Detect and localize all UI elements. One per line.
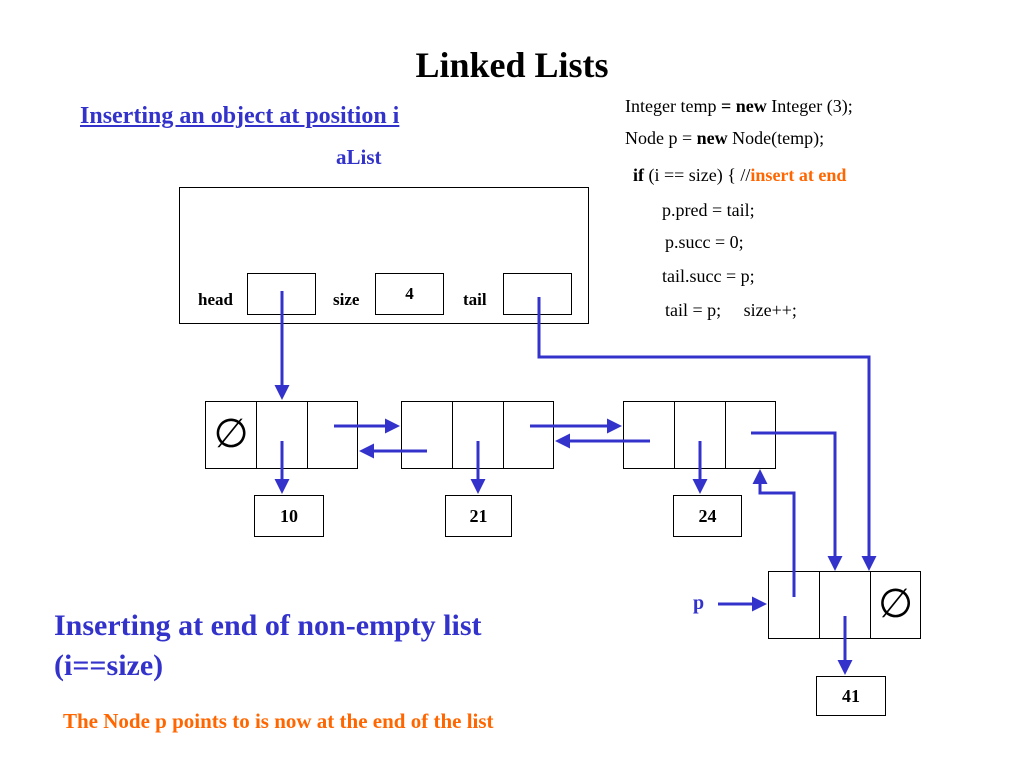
code-line-4: p.pred = tail; [662, 200, 755, 220]
tail-label: tail [463, 290, 487, 309]
node3-succ-to-new-arrow [751, 431, 843, 571]
code-line-3: if (i == size) { //insert at end [633, 165, 847, 185]
size-label: size [333, 290, 360, 309]
code-line-1: Integer temp = new Integer (3); [625, 96, 853, 116]
node3-succ-field [725, 401, 776, 469]
node1-succ-field [307, 401, 358, 469]
new-node-data-field [819, 571, 871, 639]
tail-arrow [537, 297, 877, 571]
code-line-6: tail.succ = p; [662, 266, 755, 286]
size-field: 4 [375, 273, 444, 315]
bottom-note: The Node p points to is now at the end o… [63, 709, 494, 733]
bottom-title-line-1: Inserting at end of non-empty list [54, 609, 482, 642]
new-node-value-box: 41 [816, 676, 886, 716]
section-subtitle: Inserting an object at position i [80, 103, 400, 129]
code-line-2: Node p = new Node(temp); [625, 128, 825, 148]
bottom-title: Inserting at end of non-empty list (i==s… [54, 606, 482, 686]
slide-title: Linked Lists [415, 45, 609, 85]
node1-value-box: 10 [254, 495, 324, 537]
code-line-7: tail = p; size++; [665, 300, 797, 320]
alist-label: aList [336, 145, 382, 169]
bottom-title-line-2: (i==size) [54, 649, 164, 682]
code-line-5: p.succ = 0; [665, 232, 744, 252]
new-node-succ-null-icon: ∅ [870, 571, 921, 639]
p-pointer-label: p [693, 592, 705, 614]
node2-pred-field [401, 401, 453, 469]
node2-value-box: 21 [445, 495, 512, 537]
head-label: head [198, 290, 233, 309]
node3-value-box: 24 [673, 495, 742, 537]
new-pred-to-node3-arrow [752, 469, 796, 597]
node2-succ-field [503, 401, 554, 469]
node1-pred-null-icon: ∅ [205, 401, 257, 469]
